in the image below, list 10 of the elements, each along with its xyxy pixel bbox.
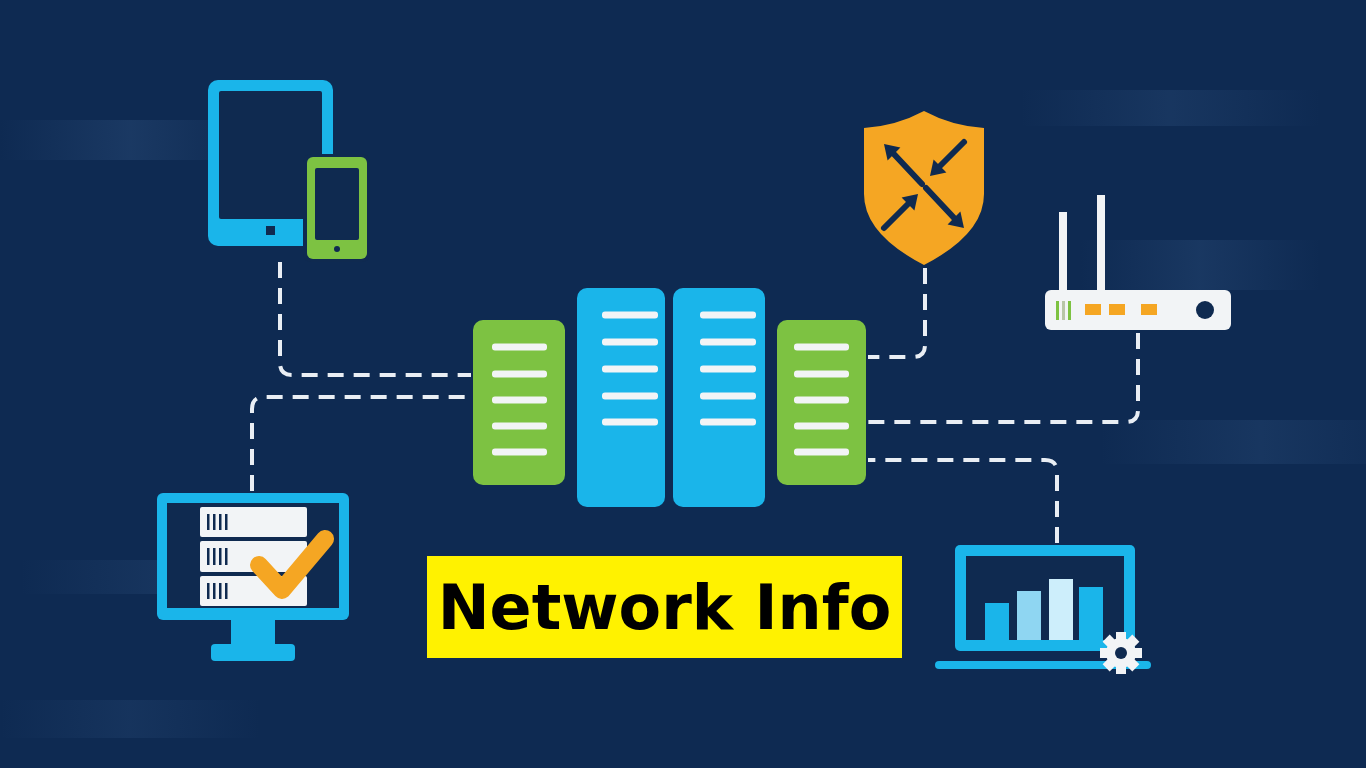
dashed-connector: [278, 262, 471, 377]
dashed-connector: [868, 268, 927, 359]
shield-arrows-icon: [862, 108, 987, 268]
tablet-and-phone-icon: [206, 78, 370, 262]
router-icon: [1043, 193, 1233, 333]
dashed-connector: [868, 458, 1059, 543]
monitor-server-check-icon: [155, 491, 351, 663]
dashed-connector: [868, 333, 1140, 424]
title: Network Info: [427, 556, 902, 658]
server-rack-icon: [471, 286, 868, 509]
